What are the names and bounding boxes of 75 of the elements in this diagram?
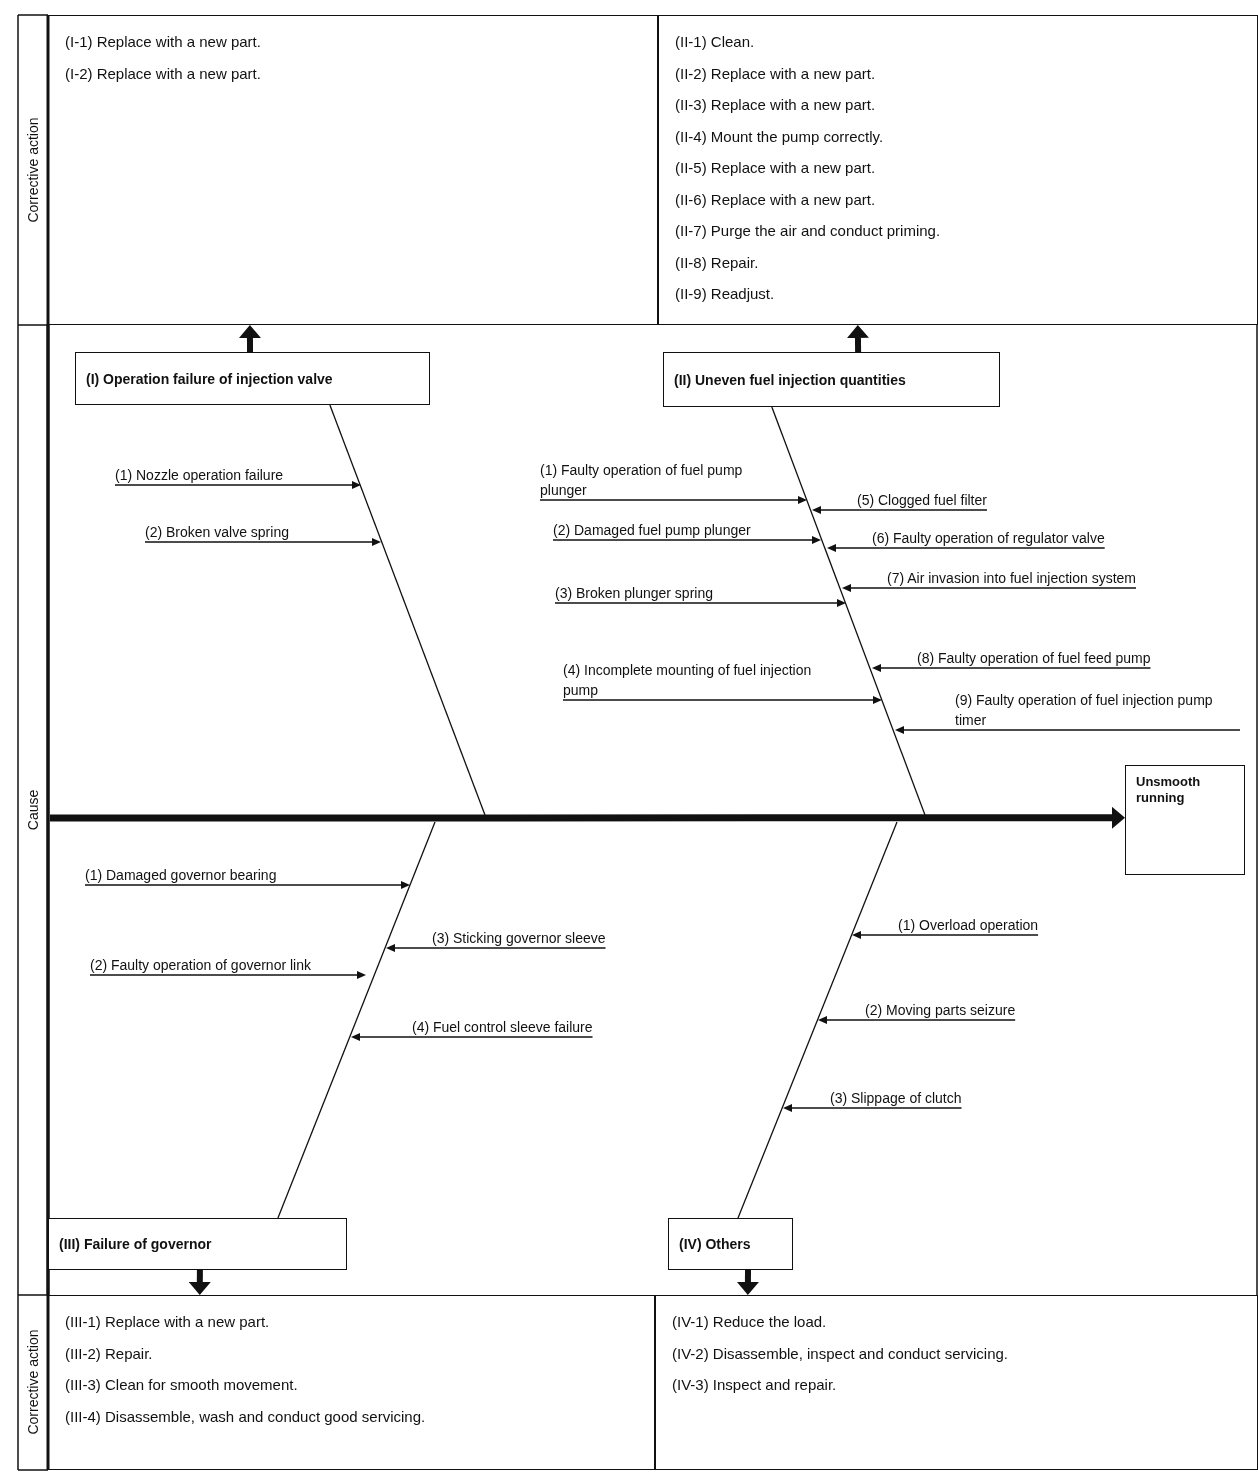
category-box [668, 1218, 793, 1270]
arrow [554, 599, 846, 607]
action-item: (I-1) Replace with a new part. [65, 32, 262, 52]
action-item: (III-1) Replace with a new part. [65, 1312, 271, 1332]
cause-label: (9) Faulty operation of fuel injection pump timer [955, 690, 1240, 730]
effect-label: Unsmooth running [1136, 774, 1202, 806]
arrow [895, 726, 1241, 734]
arrow [562, 696, 882, 704]
arrow [736, 1270, 759, 1295]
cause-label: (3) Slippage of clutch [830, 1088, 962, 1108]
arrow [827, 544, 1106, 552]
cause-label: (6) Faulty operation of regulator valve [872, 528, 1105, 548]
action-item: (II-8) Repair. [675, 252, 760, 273]
arrow [351, 1033, 594, 1041]
arrow [852, 931, 1039, 939]
cause-label: (3) Sticking governor sleeve [432, 928, 606, 948]
action-item: (IV-2) Disassemble, inspect and conduct servicing. [672, 1343, 1009, 1364]
action-item: (IV-3) Inspect and repair. [672, 1375, 838, 1395]
cause-label: (2) Faulty operation of governor link [90, 955, 311, 975]
category-box [663, 352, 1000, 407]
arrow [188, 1270, 211, 1295]
action-item: (III-3) Clean for smooth movement. [65, 1375, 299, 1395]
cause-label: (1) Nozzle operation failure [115, 465, 284, 485]
section-label: Corrective action [25, 117, 41, 223]
cause-label: (1) Overload operation [898, 915, 1039, 935]
section-label: Corrective action [25, 1329, 41, 1435]
action-item: (II-2) Replace with a new part. [675, 63, 877, 84]
cause-label: (2) Damaged fuel pump plunger [553, 520, 751, 540]
action-item: (II-6) Replace with a new part. [675, 189, 877, 210]
arrow [386, 944, 607, 952]
arrow [842, 584, 1137, 592]
arrow [872, 664, 1152, 672]
action-item: (III-4) Disassemble, wash and conduct good servicing. [65, 1406, 427, 1427]
action-item: (II-9) Readjust. [675, 284, 776, 304]
arrow [812, 506, 988, 514]
arrow [552, 536, 821, 544]
action-item: (I-2) Replace with a new part. [65, 63, 262, 84]
section-label: Cause [25, 789, 41, 831]
cause-label: (2) Moving parts seizure [865, 1000, 1016, 1020]
cause-label: (3) Broken plunger spring [555, 583, 713, 603]
action-item: (II-7) Purge the air and conduct priming. [675, 221, 942, 241]
arrow [539, 496, 807, 504]
arrow [783, 1104, 963, 1112]
arrow [238, 325, 261, 353]
arrow [144, 538, 381, 546]
bone-line [737, 821, 898, 1219]
category-label: (IV) Others [679, 1236, 751, 1252]
action-item: (IV-1) Reduce the load. [672, 1312, 828, 1332]
bone-line [277, 821, 436, 1219]
action-item: (II-1) Clean. [675, 32, 756, 52]
arrow [846, 325, 869, 353]
category-label: (I) Operation failure of injection valve [86, 370, 333, 387]
arrow [84, 881, 410, 889]
arrow [89, 971, 366, 979]
bone-line [329, 404, 486, 816]
cause-label: (4) Fuel control sleeve failure [412, 1017, 593, 1037]
cause-label: (5) Clogged fuel filter [857, 490, 987, 510]
category-label: (III) Failure of governor [59, 1236, 212, 1252]
cause-label: (1) Faulty operation of fuel pump plunger [540, 460, 770, 500]
cause-label: (1) Damaged governor bearing [85, 865, 277, 885]
action-item: (II-5) Replace with a new part. [675, 158, 877, 178]
cause-label: (7) Air invasion into fuel injection system [887, 568, 1136, 588]
arrow [818, 1016, 1016, 1024]
action-item: (II-3) Replace with a new part. [675, 95, 877, 115]
cause-label: (2) Broken valve spring [145, 522, 289, 542]
category-box [75, 352, 430, 405]
category-label: (II) Uneven fuel injection quantities [674, 371, 906, 388]
category-box [48, 1218, 347, 1270]
cause-label: (4) Incomplete mounting of fuel injection pump [563, 660, 813, 700]
action-item: (II-4) Mount the pump correctly. [675, 126, 885, 147]
effect-box [1125, 765, 1245, 875]
cause-label: (8) Faulty operation of fuel feed pump [917, 648, 1151, 668]
action-item: (III-2) Repair. [65, 1343, 154, 1364]
bone-line [771, 406, 926, 816]
arrow [114, 481, 361, 489]
